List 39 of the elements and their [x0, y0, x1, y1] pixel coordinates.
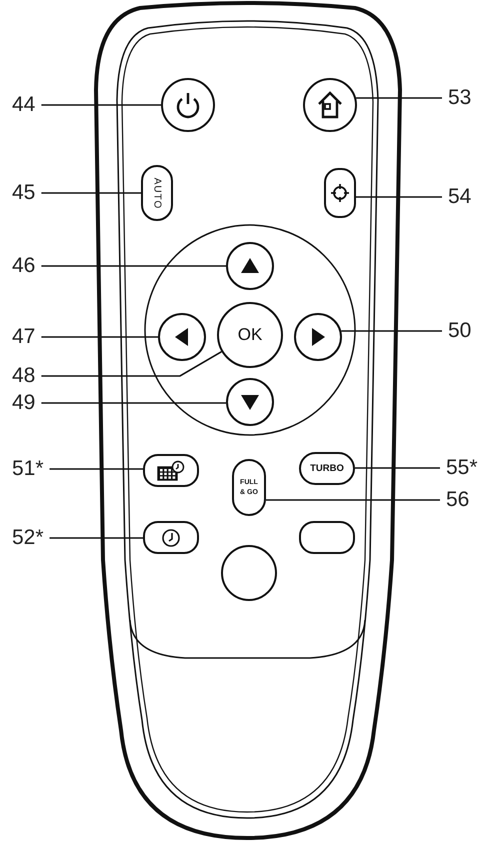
callout-number: 53	[448, 86, 472, 110]
leader-line	[356, 196, 442, 198]
leader-line	[41, 192, 141, 194]
callout-number: 49	[12, 391, 36, 415]
leader-line	[355, 467, 440, 469]
callout-number: 56	[446, 488, 470, 512]
callout-number: 46	[12, 254, 36, 278]
ok-button: OK	[217, 302, 283, 368]
left-arrow-button	[158, 313, 206, 361]
leader-line	[50, 537, 143, 539]
target-button	[324, 168, 356, 218]
right-arrow-button	[294, 313, 342, 361]
blank-button	[299, 521, 355, 554]
callout-number: 50	[448, 319, 472, 343]
down-arrow-button	[226, 378, 274, 426]
leader-line	[41, 350, 222, 377]
callout-number: 55*	[446, 456, 478, 480]
power-button	[161, 78, 215, 132]
leader-line	[41, 265, 226, 267]
leader-line	[50, 468, 144, 470]
callout-number: 48	[12, 364, 36, 388]
home-button	[303, 78, 357, 132]
leader-line	[341, 330, 442, 332]
callout-number: 45	[12, 181, 36, 205]
leader-line	[41, 104, 161, 106]
callout-number: 44	[12, 93, 36, 117]
leader-line	[266, 499, 440, 501]
schedule-button	[143, 454, 199, 487]
leader-line	[41, 336, 158, 338]
leader-line	[356, 97, 442, 99]
callout-number: 54	[448, 185, 472, 209]
clock-button	[143, 521, 199, 554]
up-arrow-button	[226, 242, 274, 290]
leader-line	[41, 402, 226, 404]
callout-number: 51*	[12, 457, 44, 481]
callout-number: 47	[12, 325, 36, 349]
callout-number: 52*	[12, 526, 44, 550]
turbo-button: TURBO	[299, 452, 355, 485]
auto-button: AUTO	[141, 165, 173, 221]
